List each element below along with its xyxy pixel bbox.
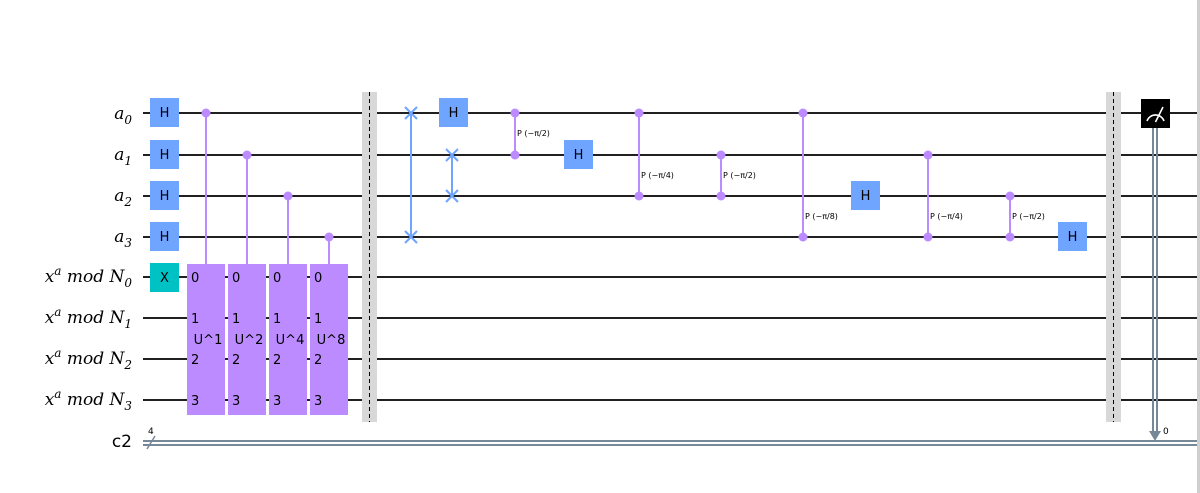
qubit-label-a0: a0 bbox=[114, 104, 132, 127]
u2-pin-1: 1 bbox=[232, 312, 240, 327]
u4-gate[interactable] bbox=[269, 264, 307, 415]
cp5-dot-a3 bbox=[923, 232, 933, 242]
u4-pin-1: 1 bbox=[273, 312, 281, 327]
x-gate-n0-label: X bbox=[160, 271, 169, 286]
u1-pin-0: 0 bbox=[191, 271, 199, 286]
h-gate-qft-a3[interactable] bbox=[1058, 222, 1087, 251]
qubit-label-a3: a3 bbox=[114, 227, 132, 250]
h-gate-qft-a0[interactable] bbox=[439, 98, 468, 127]
classical-wire: 4 bbox=[143, 427, 1197, 450]
h-gate-qft-a1[interactable] bbox=[564, 140, 593, 169]
ancilla-label-n3: xa mod N3 bbox=[45, 387, 133, 413]
measure-gate[interactable] bbox=[1141, 99, 1170, 128]
cp1-dot-a1 bbox=[510, 150, 520, 160]
u1-gate-label: U^1 bbox=[194, 333, 223, 348]
h-gate-qft-a3-label: H bbox=[1068, 230, 1078, 245]
u2-pin-2: 2 bbox=[232, 353, 240, 368]
u1-pin-1: 1 bbox=[191, 312, 199, 327]
cp2-dot-a0 bbox=[634, 108, 644, 118]
measure-index: 0 bbox=[1163, 427, 1169, 437]
u8-pin-2: 2 bbox=[314, 353, 322, 368]
u4-pin-2: 2 bbox=[273, 353, 281, 368]
cp4-dot-a0 bbox=[798, 108, 808, 118]
u2-gate-label: U^2 bbox=[235, 333, 264, 348]
u2-gate[interactable] bbox=[228, 264, 266, 415]
cu2-control-dot bbox=[242, 150, 252, 160]
wire-labels: a0 a1 a2 a3 xa mod N0 xa mod N1 xa mod N… bbox=[45, 104, 133, 452]
h-gate-a0[interactable] bbox=[150, 98, 179, 127]
swap-a1-a2-cross-bottom bbox=[445, 189, 459, 203]
ancilla-label-n2: xa mod N2 bbox=[45, 346, 132, 372]
h-gates-initial: H H H H X bbox=[150, 98, 179, 292]
right-edge-bar bbox=[1197, 0, 1200, 493]
bus-width: 4 bbox=[148, 427, 154, 437]
cp4-dot-a3 bbox=[798, 232, 808, 242]
qubit-label-a1: a1 bbox=[114, 145, 132, 168]
h-gate-qft-a2[interactable] bbox=[851, 181, 880, 210]
u4-gate-label: U^4 bbox=[276, 333, 305, 348]
u8-pin-1: 1 bbox=[314, 312, 322, 327]
cp5-label: P (−π/4) bbox=[930, 212, 963, 221]
cp4-label: P (−π/8) bbox=[805, 212, 838, 221]
cu1-control-dot bbox=[201, 108, 211, 118]
cu8-control-dot bbox=[324, 232, 334, 242]
u4-pin-3: 3 bbox=[273, 394, 281, 409]
ancilla-label-n1: xa mod N1 bbox=[45, 305, 132, 331]
bus-slash bbox=[146, 435, 156, 450]
inverse-qft: H P (−π/2) H P (−π/4) P (−π/2) P (−π/8) … bbox=[439, 98, 1087, 251]
controlled-u-gates: U^1 0 1 2 3 U^2 0 1 2 3 U^4 0 1 2 3 U^8 … bbox=[187, 108, 348, 415]
cp6-dot-a3 bbox=[1005, 232, 1015, 242]
cp3-dot-a2 bbox=[716, 191, 726, 201]
h-gate-qft-a2-label: H bbox=[861, 189, 871, 204]
cp1-dot-a0 bbox=[510, 108, 520, 118]
measure-arrow bbox=[1149, 431, 1161, 441]
u8-gate[interactable] bbox=[310, 264, 348, 415]
measurement: 0 bbox=[1141, 99, 1170, 441]
h-gate-qft-a1-label: H bbox=[574, 148, 584, 163]
h-gate-a2-label: H bbox=[160, 189, 170, 204]
swap-a0-a3-cross-top bbox=[404, 106, 418, 120]
cp1-label: P (−π/2) bbox=[517, 129, 550, 138]
cu4-control-dot bbox=[283, 191, 293, 201]
cp5-dot-a1 bbox=[923, 150, 933, 160]
barrier-2 bbox=[1106, 92, 1121, 422]
u1-pin-2: 2 bbox=[191, 353, 199, 368]
cp6-dot-a2 bbox=[1005, 191, 1015, 201]
swap-a1-a2-cross-top bbox=[445, 148, 459, 162]
u8-gate-label: U^8 bbox=[317, 333, 346, 348]
h-gate-a3[interactable] bbox=[150, 222, 179, 251]
h-gate-qft-a0-label: H bbox=[449, 106, 459, 121]
u2-pin-3: 3 bbox=[232, 394, 240, 409]
ancilla-label-n0: xa mod N0 bbox=[45, 264, 133, 290]
u8-pin-0: 0 bbox=[314, 271, 322, 286]
swap-gates bbox=[404, 106, 459, 244]
swap-a0-a3-cross-bottom bbox=[404, 230, 418, 244]
u1-pin-3: 3 bbox=[191, 394, 199, 409]
u2-pin-0: 0 bbox=[232, 271, 240, 286]
cp6-label: P (−π/2) bbox=[1012, 212, 1045, 221]
u8-pin-3: 3 bbox=[314, 394, 322, 409]
h-gate-a1[interactable] bbox=[150, 140, 179, 169]
h-gate-a1-label: H bbox=[160, 148, 170, 163]
cp3-label: P (−π/2) bbox=[723, 171, 756, 180]
x-gate-n0[interactable] bbox=[150, 263, 179, 292]
qubit-label-a2: a2 bbox=[114, 186, 132, 209]
meter-icon bbox=[1146, 106, 1165, 123]
cp2-label: P (−π/4) bbox=[641, 171, 674, 180]
u1-gate[interactable] bbox=[187, 264, 225, 415]
h-gate-a0-label: H bbox=[160, 106, 170, 121]
u4-pin-0: 0 bbox=[273, 271, 281, 286]
cp2-dot-a2 bbox=[634, 191, 644, 201]
classical-label: c2 bbox=[112, 432, 132, 452]
h-gate-a3-label: H bbox=[160, 230, 170, 245]
cp3-dot-a1 bbox=[716, 150, 726, 160]
barrier-1 bbox=[362, 92, 377, 422]
h-gate-a2[interactable] bbox=[150, 181, 179, 210]
